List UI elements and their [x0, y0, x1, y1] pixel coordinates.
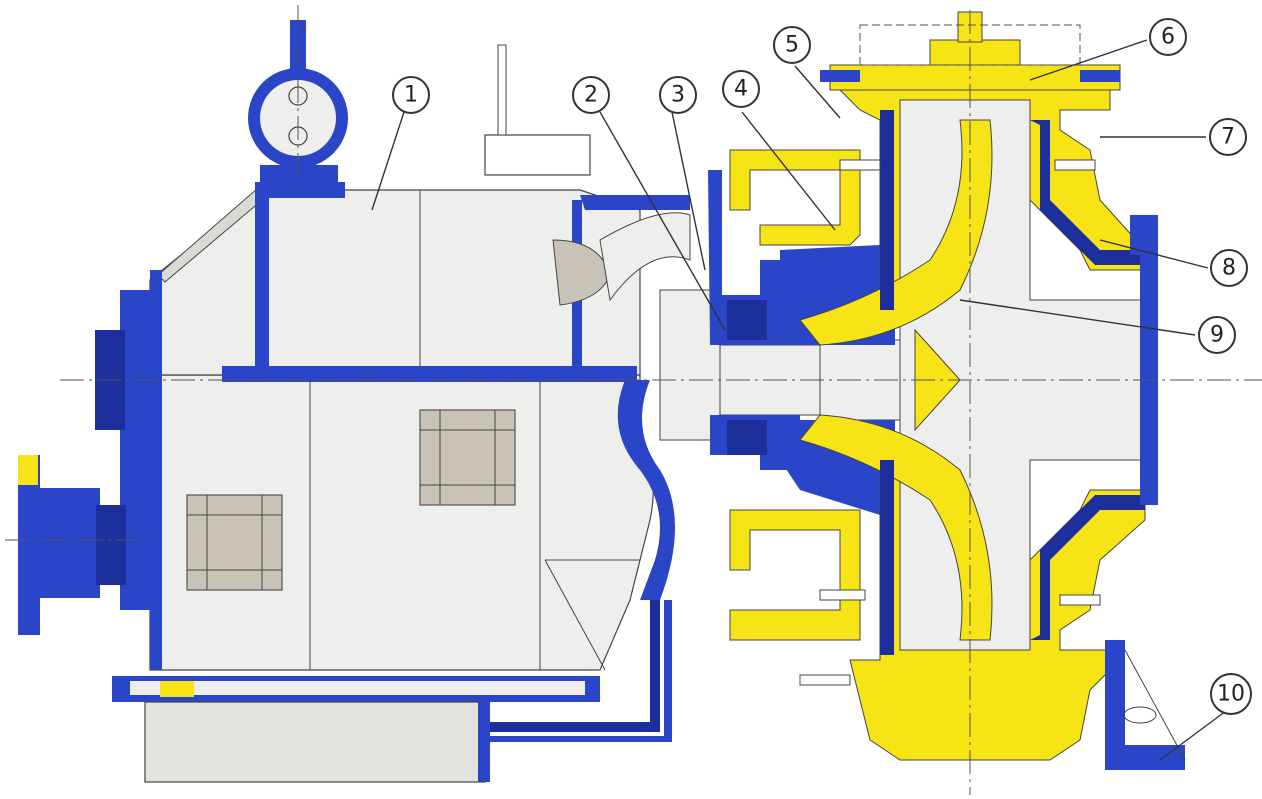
impeller-lower-vane: [799, 414, 993, 641]
volute-lower-left: [729, 509, 861, 641]
callout-label-1: 1: [404, 83, 418, 108]
adjuster-rod: [497, 44, 507, 136]
base-rail-inner: [130, 681, 585, 695]
adjuster-cylinder: [484, 134, 591, 176]
base-yellow-shim: [160, 681, 194, 697]
callout-label-8: 8: [1222, 256, 1236, 281]
callout-label-2: 2: [584, 83, 598, 108]
bearing-frame: [18, 20, 691, 783]
callout-label-5: 5: [785, 33, 799, 58]
oil-sump: [144, 701, 486, 783]
liner-left-lower: [880, 460, 894, 655]
pump-casing: [729, 11, 1186, 770]
frame-left-post: [255, 190, 269, 370]
callout-label-7: 7: [1221, 125, 1235, 150]
center-lines: [5, 5, 1262, 795]
callout-2: 2: [572, 76, 610, 114]
callout-label-9: 9: [1210, 323, 1224, 348]
callout-3: 3: [659, 76, 697, 114]
lifting-eye-base: [260, 165, 338, 185]
impeller-upper-vane: [799, 119, 993, 346]
inspection-window-lower: [186, 494, 283, 591]
coupling-flange: [18, 455, 40, 635]
frame-top-beam: [255, 182, 345, 198]
casing-bolts: [799, 70, 1120, 686]
callout-7: 7: [1209, 118, 1247, 156]
casing-top-boss: [929, 39, 1021, 66]
callout-label-3: 3: [671, 83, 685, 108]
backplate-lower: [780, 420, 895, 655]
liner-right-lower: [1030, 495, 1145, 640]
callout-6: 6: [1149, 18, 1187, 56]
lantern-ring: [727, 300, 767, 340]
leader-lines: [371, 39, 1227, 761]
callout-9: 9: [1198, 316, 1236, 354]
adjuster-arm: [599, 212, 691, 302]
coupling-neck: [96, 505, 126, 585]
callout-10: 10: [1210, 673, 1252, 715]
callout-4: 4: [722, 70, 760, 108]
callout-label-6: 6: [1161, 25, 1175, 50]
frame-mid-beam: [222, 366, 637, 382]
frame-curved-wall: [617, 380, 675, 600]
callout-1: 1: [392, 76, 430, 114]
coupling-hub: [38, 488, 100, 598]
support-foot: [1105, 640, 1185, 770]
packing-rings: [727, 420, 767, 455]
sump-right-band: [478, 702, 490, 782]
frame-upper-rib: [580, 195, 690, 210]
casing-top-cover: [829, 64, 1121, 91]
callout-5: 5: [773, 26, 811, 64]
callout-label-4: 4: [734, 77, 748, 102]
inspection-window-upper: [419, 409, 516, 506]
frame-left-inner: [150, 270, 162, 670]
callout-label-10: 10: [1217, 682, 1245, 707]
callout-8: 8: [1210, 249, 1248, 287]
liner-left-upper: [880, 110, 894, 310]
liner-right-upper: [1030, 120, 1145, 265]
coupling-flange-yellow: [18, 455, 38, 485]
